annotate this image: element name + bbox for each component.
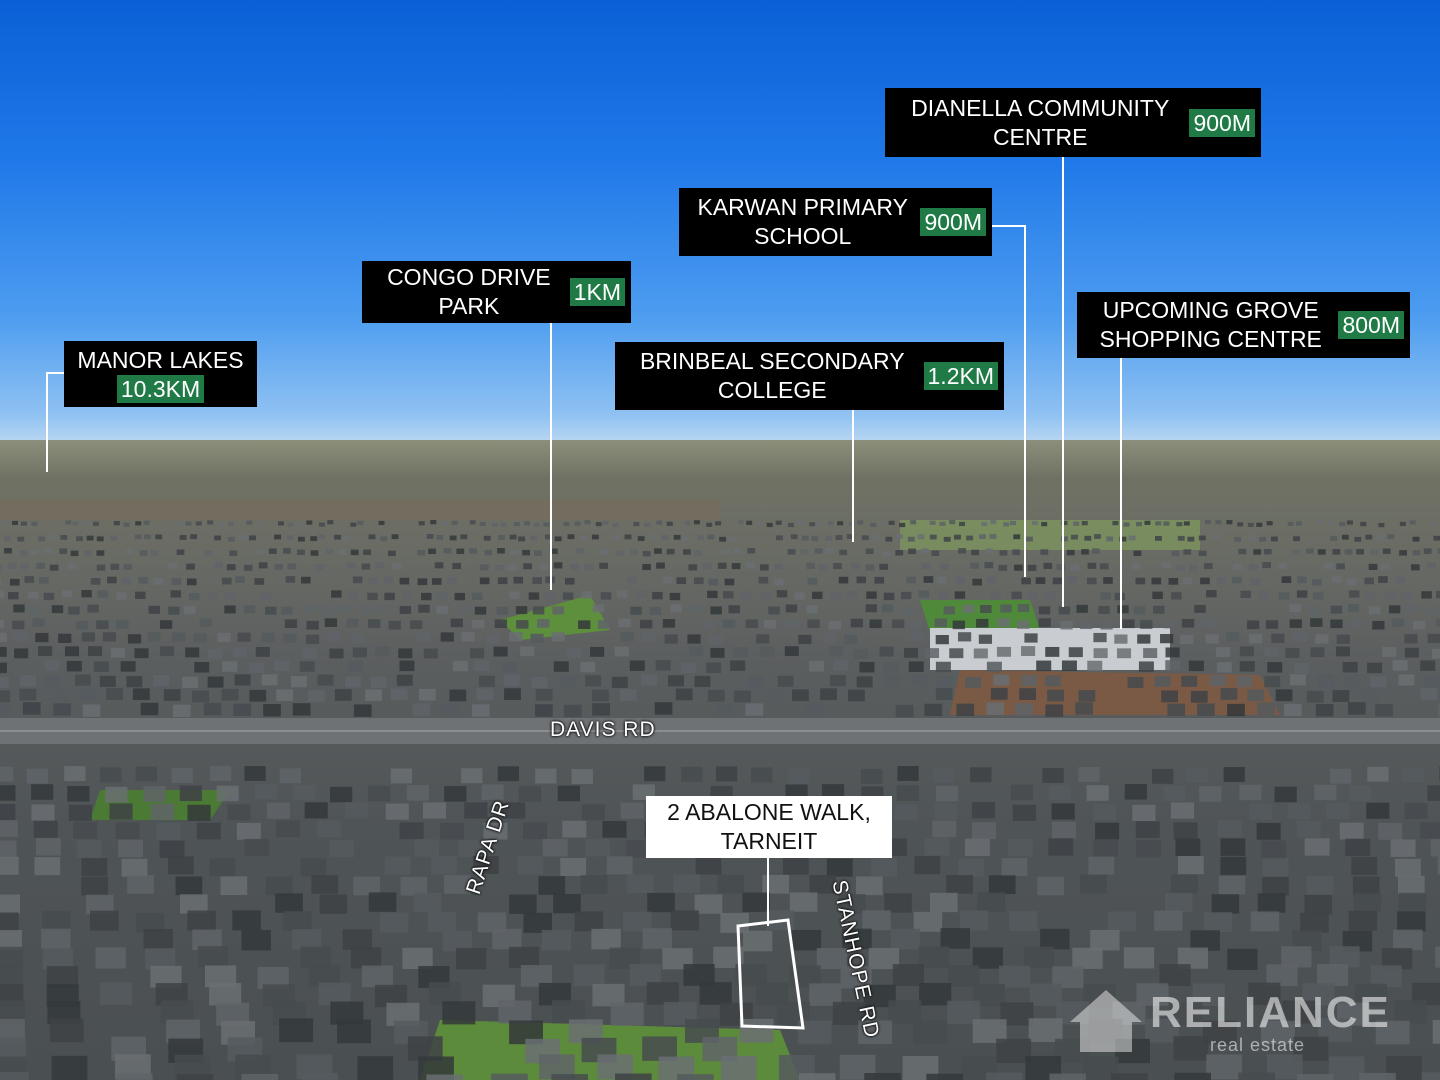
callout-manor-lakes: MANOR LAKES 10.3KM [64,341,257,407]
watermark-brand: RELIANCE [1150,988,1391,1037]
callout-congo-drive-distance: 1KM [569,278,625,306]
property-address-line1: 2 ABALONE WALK, [667,799,871,825]
callout-grove-line2: SHOPPING CENTRE [1099,326,1322,352]
callout-congo-drive-line2: PARK [438,293,500,319]
leader-karwan-h [990,225,1026,227]
leader-karwan [1024,225,1026,577]
leader-congo-drive [550,322,552,590]
callout-congo-drive: CONGO DRIVE PARK 1KM [362,261,631,323]
callout-grove-distance: 800M [1338,311,1404,339]
callout-karwan-line2: SCHOOL [754,223,852,249]
callout-karwan: KARWAN PRIMARY SCHOOL 900M [679,188,992,256]
callout-karwan-distance: 900M [920,208,986,236]
callout-grove: UPCOMING GROVE SHOPPING CENTRE 800M [1077,292,1410,358]
callout-manor-lakes-distance: 10.3KM [116,374,205,403]
property-address: 2 ABALONE WALK, TARNEIT [646,796,892,858]
house-icon [1070,990,1142,1052]
callout-congo-drive-line1: CONGO DRIVE [387,264,551,290]
callout-dianella: DIANELLA COMMUNITY CENTRE 900M [885,88,1261,157]
callout-dianella-line2: CENTRE [992,123,1088,150]
leader-address [767,858,769,926]
callout-brinbeal-distance: 1.2KM [923,362,998,390]
property-address-line2: TARNEIT [720,828,818,854]
leader-grove [1120,357,1122,629]
callout-grove-line1: UPCOMING GROVE [1102,297,1319,323]
callout-karwan-line1: KARWAN PRIMARY [697,194,908,220]
callout-brinbeal-line2: COLLEGE [717,377,827,403]
callout-brinbeal: BRINBEAL SECONDARY COLLEGE 1.2KM [615,342,1004,410]
callout-manor-lakes-name: MANOR LAKES [77,346,244,373]
houses-layer [0,500,1440,1080]
leader-manor-lakes [46,372,48,472]
callout-brinbeal-line1: BRINBEAL SECONDARY [639,348,905,374]
road-label-davis: DAVIS RD [550,718,656,741]
callout-dianella-distance: 900M [1189,108,1255,137]
leader-dianella [1062,157,1064,607]
leader-brinbeal [852,410,854,542]
callout-dianella-line1: DIANELLA COMMUNITY [911,94,1170,121]
leader-manor-lakes-tick [46,372,64,374]
watermark-sub: real estate [1210,1035,1306,1055]
watermark-logo: RELIANCE real estate [1060,980,1430,1060]
